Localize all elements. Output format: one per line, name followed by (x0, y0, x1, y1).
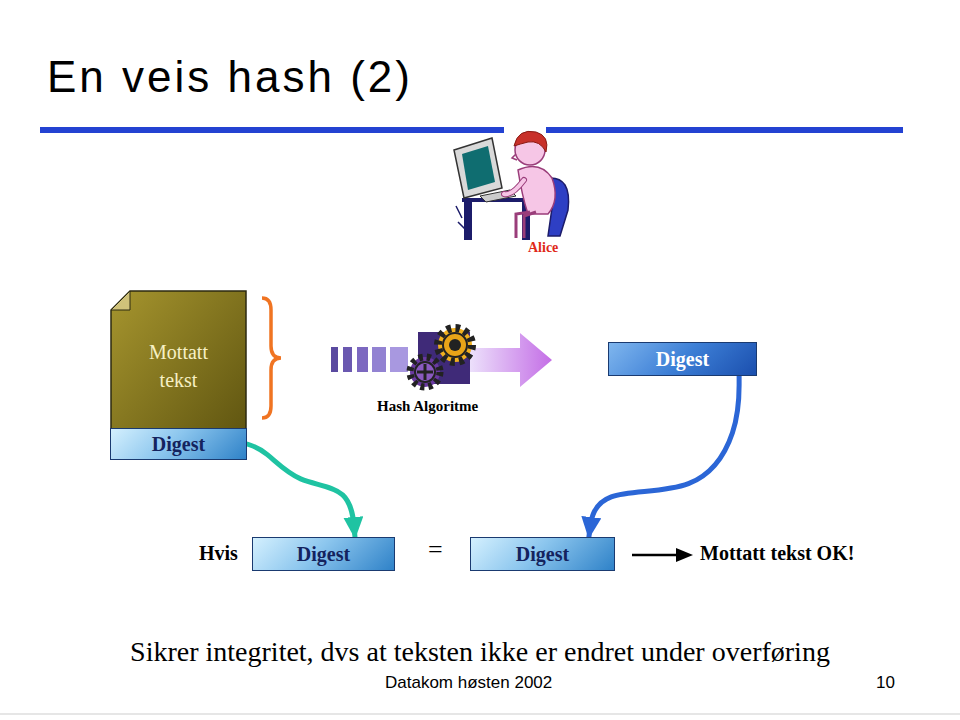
digest-label: Digest (609, 343, 756, 375)
document-text: Mottatt tekst (131, 338, 227, 394)
digest-label: Digest (471, 538, 614, 570)
digest-label: Digest (111, 429, 246, 459)
digest-box: Digest (470, 537, 615, 571)
algorithm-label: Hash Algoritme (377, 398, 478, 415)
equals-sign: = (428, 535, 443, 565)
result-arrow (632, 548, 693, 562)
gear-symbol (410, 328, 472, 387)
flow-arrow (247, 444, 355, 537)
document-box: Digest Mottatt tekst (110, 290, 247, 460)
flow-arrow (589, 376, 739, 537)
title-rule (546, 127, 903, 133)
alice-figure (454, 131, 569, 240)
person-name: Alice (528, 240, 558, 256)
bracket (262, 298, 281, 418)
footer-text: Datakom høsten 2002 (385, 673, 552, 693)
footer-rule (0, 713, 960, 715)
digest-box: Digest (608, 342, 757, 376)
slide-title: En veis hash (2) (47, 52, 413, 102)
title-rule (40, 127, 504, 133)
caption: Sikrer integritet, dvs at teksten ikke e… (0, 636, 960, 668)
condition-word: Hvis (199, 542, 238, 565)
digest-band: Digest (110, 428, 247, 460)
page-number: 10 (876, 673, 895, 693)
digest-box: Digest (252, 537, 395, 571)
digest-label: Digest (253, 538, 394, 570)
result-text: Mottatt tekst OK! (700, 542, 854, 565)
